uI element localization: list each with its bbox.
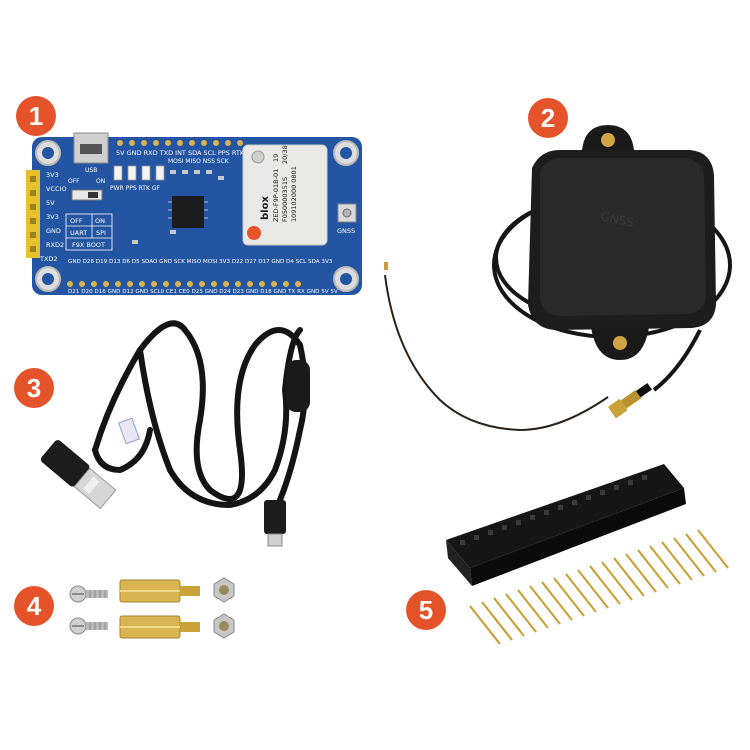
ic-chip (172, 196, 204, 228)
screws-standoffs-nuts (69, 577, 235, 639)
left-label-4: 3V3 (46, 213, 59, 221)
gnss-module: blox ZED-F9P-01B-01 F050000351S 10910200… (242, 144, 328, 246)
top-pin-labels-2: MOSI MISO NSS SCK (168, 158, 230, 165)
switch-on-label: ON (96, 178, 105, 185)
top-pin-labels: 5V GND RXD TXD INT SDA SCL PPS RTK (116, 149, 245, 157)
item-number-4: 4 (14, 586, 54, 626)
module-code1: 19 (272, 154, 280, 162)
module-lot: 109102000 0801 (290, 166, 298, 222)
switch-off-label: OFF (68, 178, 80, 185)
item-number-5: 5 (406, 590, 446, 630)
led-labels: PWR PPS RTK GF (110, 185, 160, 192)
left-label-2: VCCIO (46, 185, 67, 193)
side-header (26, 170, 40, 258)
gnss-label: GNSS (337, 227, 355, 235)
item-number-3: 3 (14, 368, 54, 408)
table-on: ON (95, 217, 105, 225)
antenna-logo: GNSS (599, 209, 635, 230)
left-label-6: RXD2 (46, 241, 64, 249)
item-number-2: 2 (528, 98, 568, 138)
left-label-1: 3V3 (46, 171, 59, 179)
table-off: OFF (70, 217, 83, 225)
left-label-7: TXD2 (39, 255, 58, 263)
module-model: ZED-F9P-01B-01 (272, 169, 280, 222)
module-serial: F050000351S (281, 177, 289, 222)
stacking-pin-header (446, 464, 729, 645)
item-number-1: 1 (16, 96, 56, 136)
usb-port (73, 132, 109, 164)
gnss-hat-board: USB 5V GND RXD TXD INT SDA SCL PPS RTK M… (26, 132, 362, 295)
power-switch (71, 189, 103, 201)
module-brand: blox (260, 196, 271, 220)
usb-cable (40, 320, 310, 547)
table-spi: SPI (96, 229, 106, 237)
bottom-pin-labels-2: D21 D20 D16 GND D12 GND SCL0 CE1 CE0 D25… (68, 289, 338, 295)
gnss-antenna: GNSS (384, 125, 732, 432)
bottom-pin-labels: GND D26 D19 D13 D6 D5 SDAO GND SCK MISO … (68, 259, 333, 265)
left-label-3: 5V (46, 199, 55, 207)
table-uart: UART (70, 229, 87, 237)
left-label-5: GND (46, 227, 61, 235)
table-f9x: F9X BOOT (72, 241, 105, 249)
module-code2: 20/38 (281, 145, 289, 164)
mode-table (65, 213, 113, 251)
usb-label: USB (85, 167, 97, 174)
